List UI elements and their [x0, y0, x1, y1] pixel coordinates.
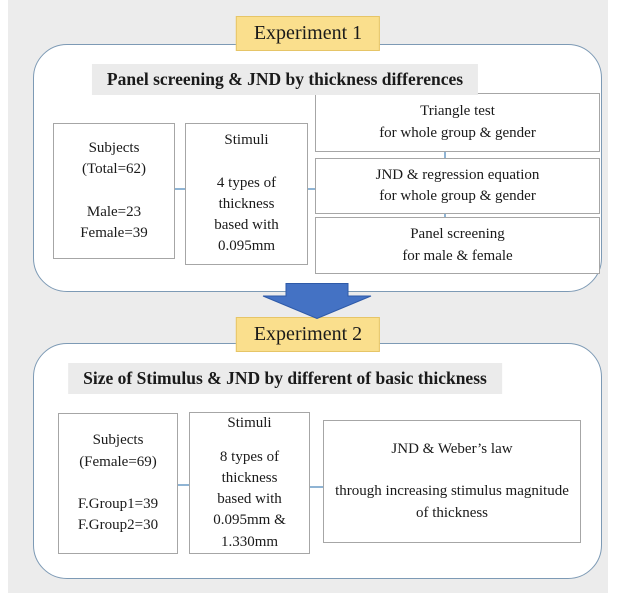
subjects-line: (Female=69) [79, 453, 157, 470]
connector-subjects1-stimuli1 [173, 188, 185, 190]
experiment1-badge: Experiment 1 [235, 16, 381, 51]
step-line: Triangle test [420, 103, 495, 120]
stimuli-line: 1.330mm [220, 533, 279, 550]
stimuli-line: Stimuli [227, 415, 272, 431]
subjects-line: (Total=62) [81, 161, 147, 178]
experiment2-subjects-box: Subjects (Female=69) F.Group1=39 F.Group… [58, 413, 178, 554]
result-line: through increasing stimulus magnitude [335, 483, 569, 500]
step-line: Panel screening [410, 226, 505, 243]
stimuli-line: based with [214, 217, 279, 234]
connector-step-b-c [444, 212, 446, 217]
step-line: for whole group & gender [379, 188, 536, 204]
result-line: JND & Weber’s law [391, 441, 513, 458]
subjects-line: Male=23 [86, 203, 142, 220]
stimuli-line: thickness [218, 195, 275, 212]
down-arrow-icon [262, 283, 372, 319]
step-line: for male & female [402, 247, 513, 264]
connector-stimuli1-steps [306, 188, 315, 190]
step-line: JND & regression equation [375, 166, 540, 183]
connector-subjects2-stimuli2 [176, 484, 189, 486]
diagram-background: Experiment 1 Panel screening & JND by th… [8, 0, 608, 593]
stimuli-line: 0.095mm & [213, 512, 286, 529]
subjects-line: Female=39 [80, 224, 148, 241]
experiment1-subjects-box: Subjects (Total=62) Male=23 Female=39 [53, 123, 175, 259]
experiment1-step-panel-screening-box: Panel screening for male & female [315, 217, 600, 274]
stimuli-line: 0.095mm [217, 238, 276, 255]
stimuli-line: thickness [221, 469, 278, 486]
subjects-line: F.Group1=39 [77, 496, 159, 512]
experiment2-title: Size of Stimulus & JND by different of b… [68, 363, 502, 394]
experiment1-step-triangle-test-box: Triangle test for whole group & gender [315, 93, 600, 152]
experiment1-stimuli-box: Stimuli 4 types of thickness based with … [185, 123, 308, 265]
subjects-line: F.Group2=30 [77, 517, 159, 534]
experiment2-stimuli-box: Stimuli 8 types of thickness based with … [189, 412, 310, 554]
subjects-line: Subjects [92, 432, 144, 449]
stimuli-line: Stimuli [224, 132, 269, 149]
experiment1-title: Panel screening & JND by thickness diffe… [91, 64, 479, 95]
subjects-line: Subjects [88, 139, 140, 156]
stimuli-line: 8 types of [219, 448, 280, 465]
result-line: of thickness [415, 504, 489, 521]
connector-step-a-b [444, 150, 446, 158]
stimuli-line: based with [217, 491, 282, 508]
stimuli-line: 4 types of [216, 174, 277, 191]
experiment1-step-jnd-regression-box: JND & regression equation for whole grou… [315, 158, 600, 214]
experiment2-result-box: JND & Weber’s law through increasing sti… [323, 420, 581, 543]
experiment2-badge: Experiment 2 [235, 317, 381, 352]
connector-stimuli2-result [308, 486, 323, 488]
step-line: for whole group & gender [379, 124, 536, 141]
